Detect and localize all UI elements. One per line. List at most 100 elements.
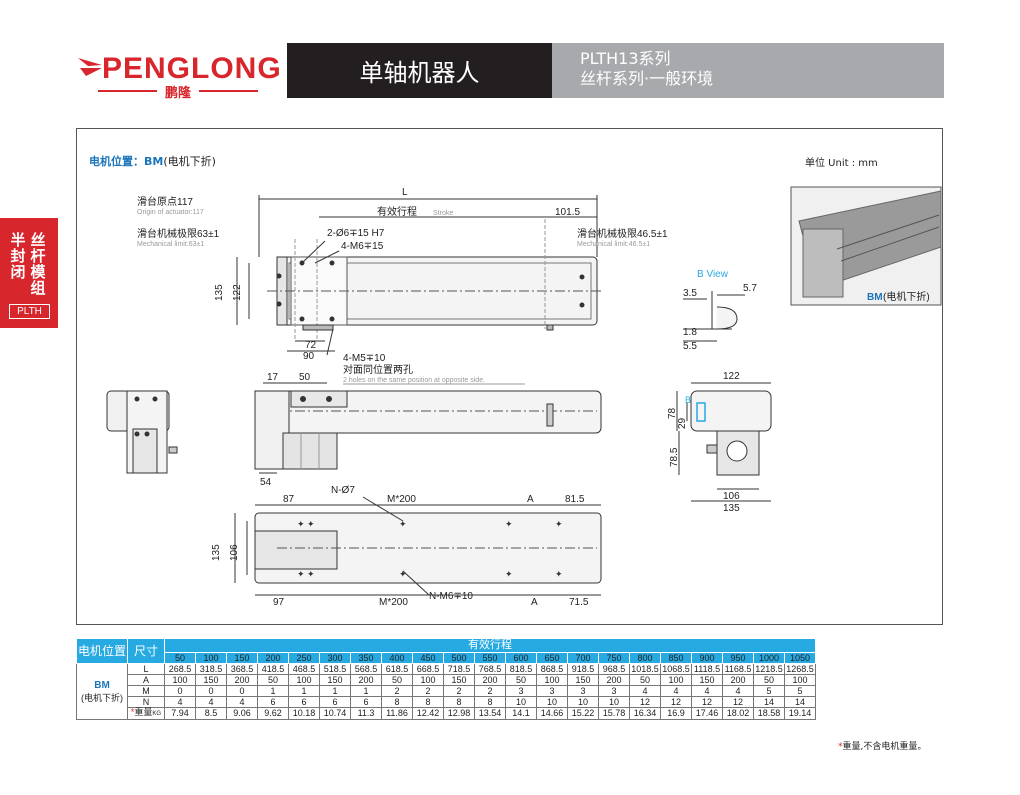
opposite-holes-cn: 对面同位置两孔 <box>343 363 413 376</box>
table-cell: 12 <box>660 696 692 708</box>
table-cell: 150 <box>443 674 475 686</box>
weight-cell: 18.02 <box>722 707 754 720</box>
table-cell: 1268.5 <box>784 663 816 675</box>
table-cell: 318.5 <box>195 663 227 675</box>
table-cell: 200 <box>722 674 754 686</box>
mech-left-en: Mechanical limit:63±1 <box>137 241 204 248</box>
table-cell: 0 <box>226 685 258 697</box>
dim-135-top: 135 <box>214 284 225 301</box>
table-cell: 6 <box>319 696 351 708</box>
photo-code: BM <box>867 292 883 303</box>
top-view: L 有效行程 Stroke 101.5 滑台原点117 Origin of ac… <box>137 187 668 385</box>
sec-78: 78 <box>667 407 678 419</box>
series-line-1: PLTH13系列 <box>580 49 671 68</box>
table-cell: 968.5 <box>598 663 630 675</box>
penglong-logo: PENGLONG 鹏隆 <box>78 50 282 101</box>
motor-title-label: 电机位置： <box>89 155 144 168</box>
stroke-header-cell: 800 <box>629 652 661 664</box>
weight-cell: 10.74 <box>319 707 351 720</box>
photo-desc: (电机下折) <box>883 290 930 303</box>
stroke-header-cell: 300 <box>319 652 351 664</box>
table-cell: 12 <box>722 696 754 708</box>
table-cell: 10 <box>536 696 568 708</box>
table-cell: 10 <box>598 696 630 708</box>
stroke-header-cell: 700 <box>567 652 599 664</box>
stroke-header-cell: 750 <box>598 652 630 664</box>
b-view-detail: B View 3.5 5.7 1.8 5.5 <box>683 269 757 352</box>
table-cell: 150 <box>195 674 227 686</box>
a-bottom: A <box>531 597 538 608</box>
stroke-header-cell: 150 <box>226 652 258 664</box>
weight-cell: 10.18 <box>288 707 320 720</box>
svg-text:✦: ✦ <box>399 569 407 579</box>
logo-wordmark: PENGLONG <box>102 52 282 85</box>
position-cell: BM (电机下折) <box>76 663 128 720</box>
side-view: 17 50 54 <box>254 372 602 488</box>
table-cell: 14 <box>784 696 816 708</box>
dim-71-5: 71.5 <box>569 597 589 608</box>
table-cell: 518.5 <box>319 663 351 675</box>
table-cell: 668.5 <box>412 663 444 675</box>
table-cell: 200 <box>474 674 506 686</box>
svg-text:✦: ✦ <box>555 569 563 579</box>
weight-cell: 12.42 <box>412 707 444 720</box>
row-key: A <box>127 674 165 686</box>
side-col-semi-closed: 半 封 闭 <box>10 232 26 296</box>
stroke-header-cell: 250 <box>288 652 320 664</box>
stroke-header-cell: 900 <box>691 652 723 664</box>
table-cell: 6 <box>288 696 320 708</box>
table-cell: 1118.5 <box>691 663 723 675</box>
footnote-star: * <box>838 742 843 752</box>
dim-5-7: 5.7 <box>743 283 757 294</box>
table-cell: 618.5 <box>381 663 413 675</box>
stroke-header-cell: 500 <box>443 652 475 664</box>
table-cell: 50 <box>753 674 785 686</box>
svg-text:✦: ✦ <box>399 519 407 529</box>
table-cell: 50 <box>381 674 413 686</box>
weight-cell: 19.14 <box>784 707 816 720</box>
table-cell: 200 <box>350 674 382 686</box>
table-cell: 718.5 <box>443 663 475 675</box>
dim-135-bottom: 135 <box>211 544 222 561</box>
dim-17: 17 <box>267 372 279 383</box>
stroke-header-cell: 850 <box>660 652 692 664</box>
table-cell: 8 <box>412 696 444 708</box>
table-cell: 1168.5 <box>722 663 754 675</box>
category-title: 单轴机器人 <box>287 43 552 98</box>
dim-1-8: 1.8 <box>683 327 697 338</box>
stroke-header-cell: 550 <box>474 652 506 664</box>
table-cell: 3 <box>567 685 599 697</box>
side-char: 组 <box>30 279 46 297</box>
table-cell: 2 <box>443 685 475 697</box>
table-cell: 4 <box>164 696 196 708</box>
series-title: PLTH13系列 丝杆系列·一般环境 <box>552 43 944 98</box>
side-char: 杆 <box>30 247 46 265</box>
motor-position-title: 电机位置：BM(电机下折) <box>89 153 216 169</box>
table-cell: 1 <box>319 685 351 697</box>
mech-right-cn: 滑台机械极限46.5±1 <box>577 227 668 240</box>
table-cell: 768.5 <box>474 663 506 675</box>
weight-cell: 17.46 <box>691 707 723 720</box>
weight-star: * <box>130 707 135 717</box>
m200-top: M*200 <box>387 494 416 505</box>
table-cell: 8 <box>443 696 475 708</box>
weight-cell: 7.94 <box>164 707 196 720</box>
stroke-header-cell: 1050 <box>784 652 816 664</box>
stroke-header-cell: 200 <box>257 652 289 664</box>
weight-cell: 15.22 <box>567 707 599 720</box>
dim-87: 87 <box>283 494 295 505</box>
stroke-header-cell: 950 <box>722 652 754 664</box>
side-char: 模 <box>30 263 46 281</box>
weight-label: 重量 <box>134 707 153 717</box>
technical-drawing: L 有效行程 Stroke 101.5 滑台原点117 Origin of ac… <box>106 186 942 608</box>
wing-icon <box>78 58 102 76</box>
sec-b-label: B <box>685 395 691 405</box>
logo-sub: 鹏隆 <box>98 83 259 101</box>
side-code: PLTH <box>9 304 50 319</box>
dim-l: L <box>402 187 408 198</box>
side-char: 闭 <box>10 263 26 281</box>
mech-right-en: Mechanical limit:46.5±1 <box>577 241 650 248</box>
